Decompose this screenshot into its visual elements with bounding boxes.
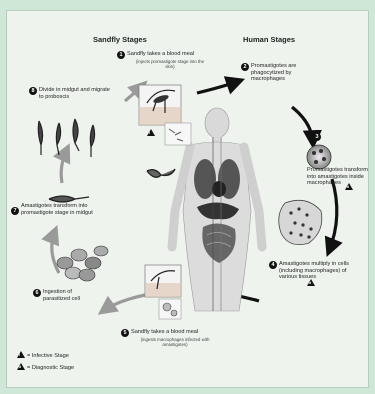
infective-stage-icon: i	[147, 129, 155, 136]
infected-tissue-cell	[279, 200, 322, 244]
life-cycle-diagram: Sandfly Stages Human Stages 1 Sandfly ta…	[6, 10, 369, 388]
legend-diagnostic: d= Diagnostic Stage	[17, 363, 74, 371]
step-7-label: Amastigotes transform into promastigote …	[21, 203, 105, 216]
step-5-sublabel: (ingests macrophages infected with amast…	[135, 337, 215, 347]
promastigote-figure	[147, 169, 175, 177]
step-3-number: 3	[313, 133, 321, 141]
legend-infective: i= Infective Stage	[17, 351, 69, 359]
step-5-number: 5	[121, 329, 129, 337]
diagnostic-stage-icon: d	[307, 279, 315, 286]
step-3-label: Promastigotes transform into amastigotes…	[307, 167, 369, 187]
macrophage-cell	[307, 145, 331, 169]
step-7-number: 7	[11, 207, 19, 215]
step-8-label: Divide in midgut and migrate to probosci…	[39, 87, 111, 100]
sandfly-feeding-top	[139, 85, 191, 145]
infective-stage-icon: i	[17, 351, 25, 358]
step-8-number: 8	[29, 87, 37, 95]
step-4-number: 4	[269, 261, 277, 269]
step-1-number: 1	[117, 51, 125, 59]
step-5-label: Sandfly takes a blood meal	[131, 329, 217, 336]
human-stages-header: Human Stages	[243, 35, 295, 44]
legend-diagnostic-label: = Diagnostic Stage	[27, 365, 74, 371]
diagnostic-stage-icon: d	[17, 363, 25, 370]
step-2-label: Promastigotes are phagocytized by macrop…	[251, 63, 311, 83]
step-6-label: Ingestion of parasitized cell	[43, 289, 89, 302]
step-1-sublabel: (injects promastigote stage into the ski…	[131, 59, 209, 69]
sandfly-feeding-bottom	[145, 265, 181, 319]
step-6-number: 6	[33, 289, 41, 297]
step-1-label: Sandfly takes a blood meal	[127, 51, 217, 58]
sandfly-stages-header: Sandfly Stages	[93, 35, 147, 44]
legend-infective-label: = Infective Stage	[27, 353, 69, 359]
step-2-number: 2	[241, 63, 249, 71]
midgut-promastigote	[49, 196, 89, 202]
diagnostic-stage-icon: d	[345, 183, 353, 190]
parasitized-cells-cluster	[57, 246, 108, 281]
step-4-label: Amastigotes multiply in cells (including…	[279, 261, 357, 281]
